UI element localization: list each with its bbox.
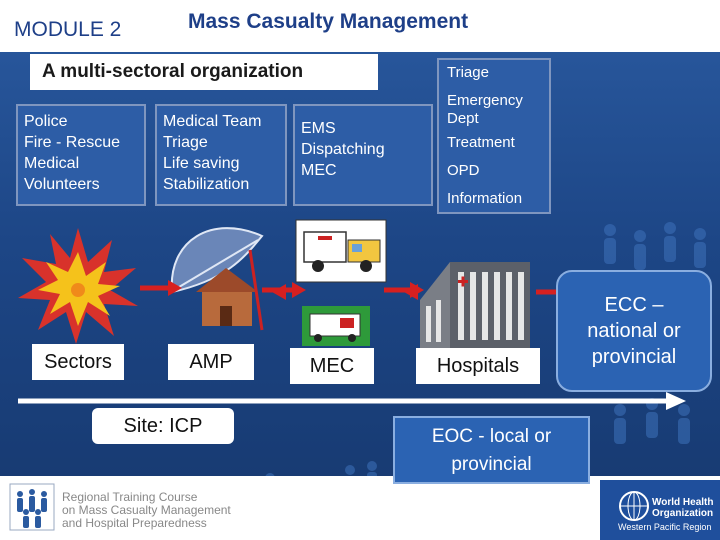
- amp-label: AMP: [168, 344, 254, 380]
- box-line-part: Emergency: [447, 92, 523, 109]
- box-line: Dispatching: [301, 141, 385, 158]
- box-line: MEC: [301, 162, 337, 179]
- box-line: Triage: [447, 64, 489, 81]
- box-line: EMS: [301, 120, 336, 137]
- sectors-label: Sectors: [32, 344, 124, 380]
- hospital-departments-box: Triage Emergency Dept Treatment OPD Info…: [437, 58, 551, 214]
- ecc-line: ECC –: [604, 294, 664, 316]
- explosion-icon: [18, 228, 138, 344]
- box-line: OPD: [447, 162, 480, 179]
- ecc-line: national or: [587, 320, 681, 342]
- slide-title: Mass Casualty Management: [188, 10, 469, 33]
- ambulance-icon: [295, 219, 387, 283]
- timeline-arrow: [18, 392, 686, 410]
- box-line: Triage: [163, 134, 208, 151]
- who-name-line: Organization: [652, 508, 714, 519]
- ecc-line: provincial: [591, 346, 677, 368]
- course-line: and Hospital Preparedness: [62, 516, 207, 530]
- hospitals-label: Hospitals: [416, 348, 540, 384]
- flow-arrows: [140, 280, 572, 300]
- ecc-box: ECC – national or provincial: [556, 270, 712, 392]
- mec-label: MEC: [290, 348, 374, 384]
- ems-box: EMS Dispatching MEC: [293, 104, 433, 206]
- module-label: MODULE 2: [14, 18, 122, 41]
- who-region: Western Pacific Region: [618, 522, 712, 532]
- mec-vehicle-icon: [302, 306, 370, 346]
- eoc-line: provincial: [451, 454, 532, 475]
- course-line: Regional Training Course: [62, 490, 198, 504]
- course-logo-icon: [9, 483, 55, 531]
- title-bar: [0, 0, 720, 52]
- sectors-box: Police Fire - Rescue Medical Volunteers: [16, 104, 146, 206]
- box-line: Life saving: [163, 155, 240, 172]
- box-line: Treatment: [447, 134, 515, 151]
- eoc-box: EOC - local or provincial: [393, 416, 590, 484]
- box-line: Police: [24, 113, 68, 130]
- box-line: Information: [447, 190, 523, 207]
- box-line: Volunteers: [24, 176, 100, 193]
- hospital-building-icon: [420, 262, 530, 348]
- box-line: Fire - Rescue: [24, 134, 121, 151]
- box-line: Stabilization: [163, 176, 250, 193]
- site-icp-label: Site: ICP: [92, 408, 234, 444]
- medical-team-box: Medical Team Triage Life saving Stabiliz…: [155, 104, 287, 206]
- who-emblem-icon: [619, 491, 649, 521]
- box-line-part: Dept: [447, 110, 479, 127]
- box-line: Medical: [24, 155, 80, 172]
- box-line: Emergency Dept: [447, 92, 541, 128]
- eoc-line: EOC - local or: [431, 426, 552, 447]
- who-name: World Health Organization: [652, 497, 713, 519]
- slide-subtitle: A multi-sectoral organization: [30, 54, 378, 90]
- course-line: on Mass Casualty Management: [62, 503, 231, 517]
- who-name-line: World Health: [652, 497, 714, 508]
- amp-shelter-icon: [170, 227, 264, 331]
- box-line: Medical Team: [163, 113, 262, 130]
- course-name: Regional Training Course on Mass Casualt…: [62, 491, 231, 530]
